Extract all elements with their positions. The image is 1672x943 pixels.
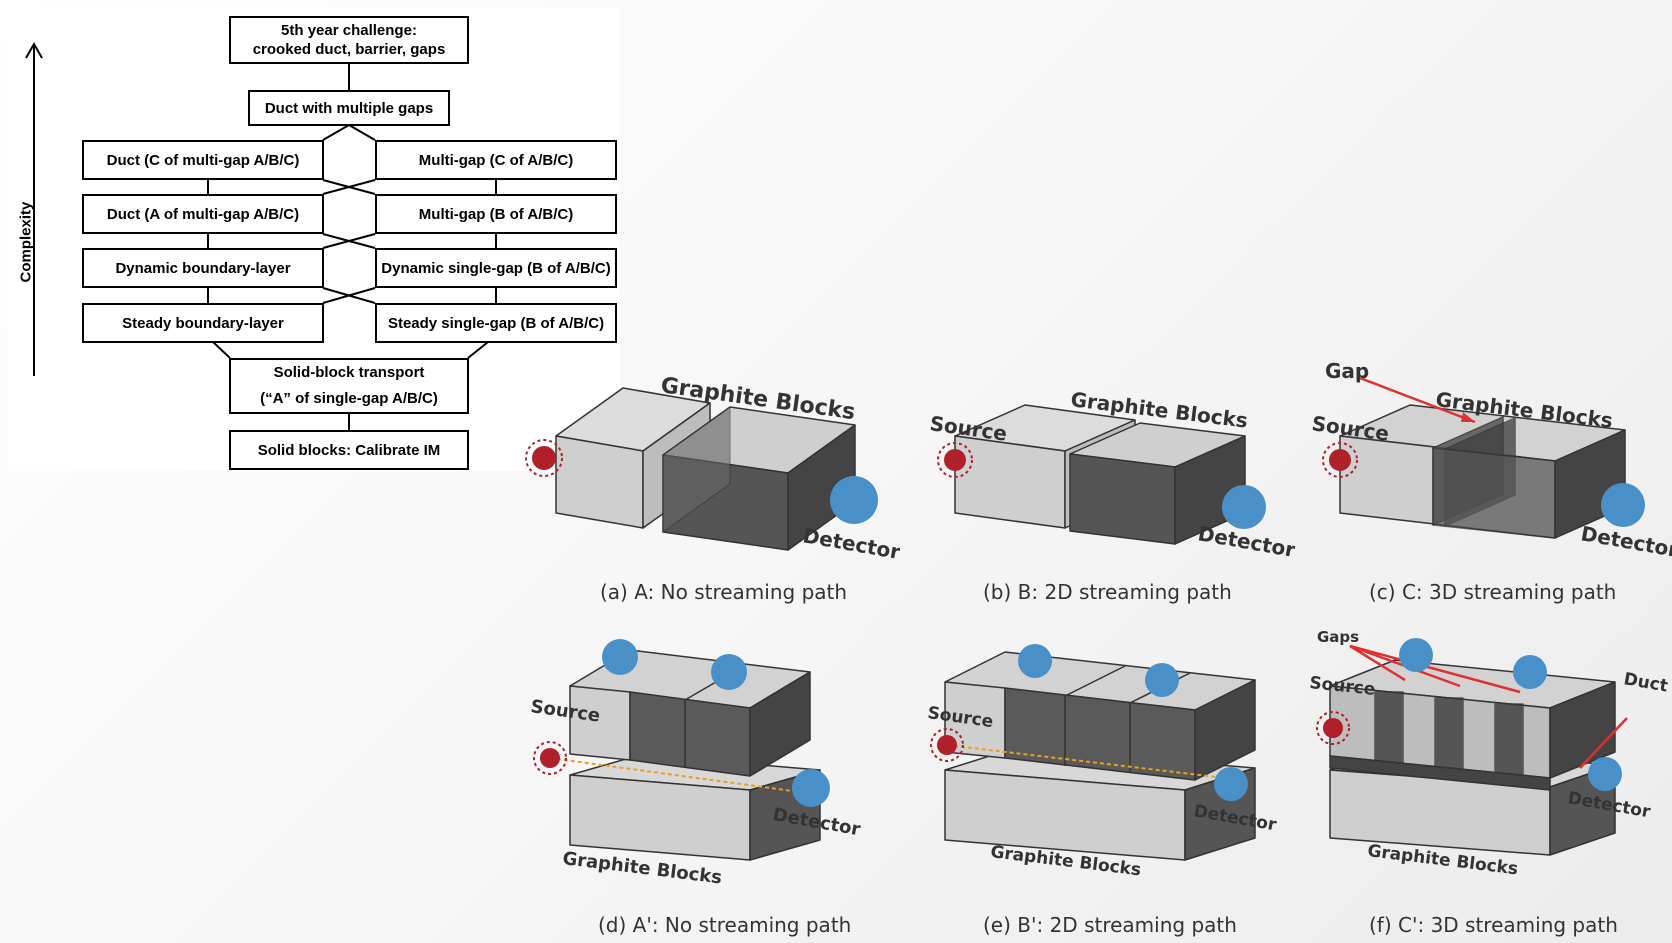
complexity-axis-label: Complexity — [17, 201, 35, 283]
detector-icon — [1145, 663, 1179, 697]
panel-b-graphic: Source Graphite Blocks Detector — [928, 387, 1297, 562]
detector-icon — [1513, 655, 1547, 689]
source-icon — [533, 741, 567, 775]
streaming-path — [549, 757, 801, 793]
detector-icon — [1214, 767, 1248, 801]
panel-f-caption: (f) C': 3D streaming path — [1369, 913, 1618, 937]
panel-c-graphic: Gap Source Graphite Blocks Detector — [1310, 359, 1672, 562]
detector-icon — [1399, 638, 1433, 672]
left-box-2: Duct (A of multi-gap A/B/C) — [82, 194, 324, 234]
detector-icon — [1588, 757, 1622, 791]
panel-d-caption: (d) A': No streaming path — [598, 913, 852, 937]
source-icon — [930, 728, 964, 762]
right-box-2: Multi-gap (B of A/B/C) — [375, 194, 617, 234]
source-icon — [1316, 711, 1350, 745]
flowchart-connectors — [25, 41, 497, 430]
panel-e: Source Detector Graphite Blocks (e) B': … — [925, 630, 1295, 940]
panel-f-graphic: Gaps Source Duct Detector Graphite Block… — [1308, 628, 1669, 879]
solid-blocks-box: Solid blocks: Calibrate IM — [229, 430, 469, 470]
detector-icon — [1018, 644, 1052, 678]
source-label: Source — [928, 411, 1008, 446]
source-icon — [525, 439, 563, 477]
detector-icon — [711, 654, 747, 690]
panel-e-caption: (e) B': 2D streaming path — [983, 913, 1237, 937]
detector-icon — [792, 769, 830, 807]
complexity-flowchart: Complexity 5th year challenge: crooked d… — [8, 8, 620, 471]
source-icon — [937, 442, 973, 478]
left-box-3: Dynamic boundary-layer — [82, 248, 324, 288]
complexity-arrow-head — [25, 41, 43, 59]
left-box-4: Steady boundary-layer — [82, 303, 324, 343]
right-box-3: Dynamic single-gap (B of A/B/C) — [375, 248, 617, 288]
gap-arrow — [1359, 376, 1476, 424]
panel-a-caption: (a) A: No streaming path — [600, 580, 848, 604]
panel-b-caption: (b) B: 2D streaming path — [983, 580, 1232, 604]
detector-icon — [1222, 485, 1266, 529]
gap-label: Gap — [1325, 360, 1369, 383]
detector-icon — [1601, 483, 1645, 527]
panel-e-graphic: Source Detector Graphite Blocks — [926, 644, 1279, 880]
panel-a: Graphite Blocks Detector (a) A: No strea… — [520, 370, 902, 610]
detector-icon — [602, 639, 638, 675]
source-label: Source — [1310, 411, 1390, 446]
panel-c-caption: (c) C: 3D streaming path — [1369, 580, 1617, 604]
source-icon — [1322, 442, 1358, 478]
duct-label: Duct — [1622, 669, 1669, 696]
panel-a-graphic: Graphite Blocks Detector — [525, 373, 902, 564]
right-box-4: Steady single-gap (B of A/B/C) — [375, 303, 617, 343]
panel-b: Source Graphite Blocks Detector (b) B: 2… — [925, 370, 1297, 610]
detector-icon — [830, 476, 878, 524]
duct-multiple-gaps-box: Duct with multiple gaps — [248, 90, 450, 126]
streaming-path — [946, 744, 1226, 779]
left-box-1: Duct (C of multi-gap A/B/C) — [82, 140, 324, 180]
panel-d-graphic: Source Detector Graphite Blocks — [529, 639, 862, 889]
gaps-label: Gaps — [1317, 630, 1359, 646]
fifth-year-challenge-box: 5th year challenge: crooked duct, barrie… — [229, 16, 469, 64]
panel-d: Source Detector Graphite Blocks (d) A': … — [529, 630, 910, 940]
right-box-1: Multi-gap (C of A/B/C) — [375, 140, 617, 180]
detector-label: Detector — [1579, 521, 1672, 562]
detector-label: Detector — [801, 523, 900, 564]
solid-block-transport-box: Solid-block transport (“A” of single-gap… — [229, 358, 469, 414]
panel-f: Gaps Source Duct Detector Graphite Block… — [1305, 628, 1672, 940]
panel-c: Gap Source Graphite Blocks Detector (c) … — [1305, 359, 1672, 610]
